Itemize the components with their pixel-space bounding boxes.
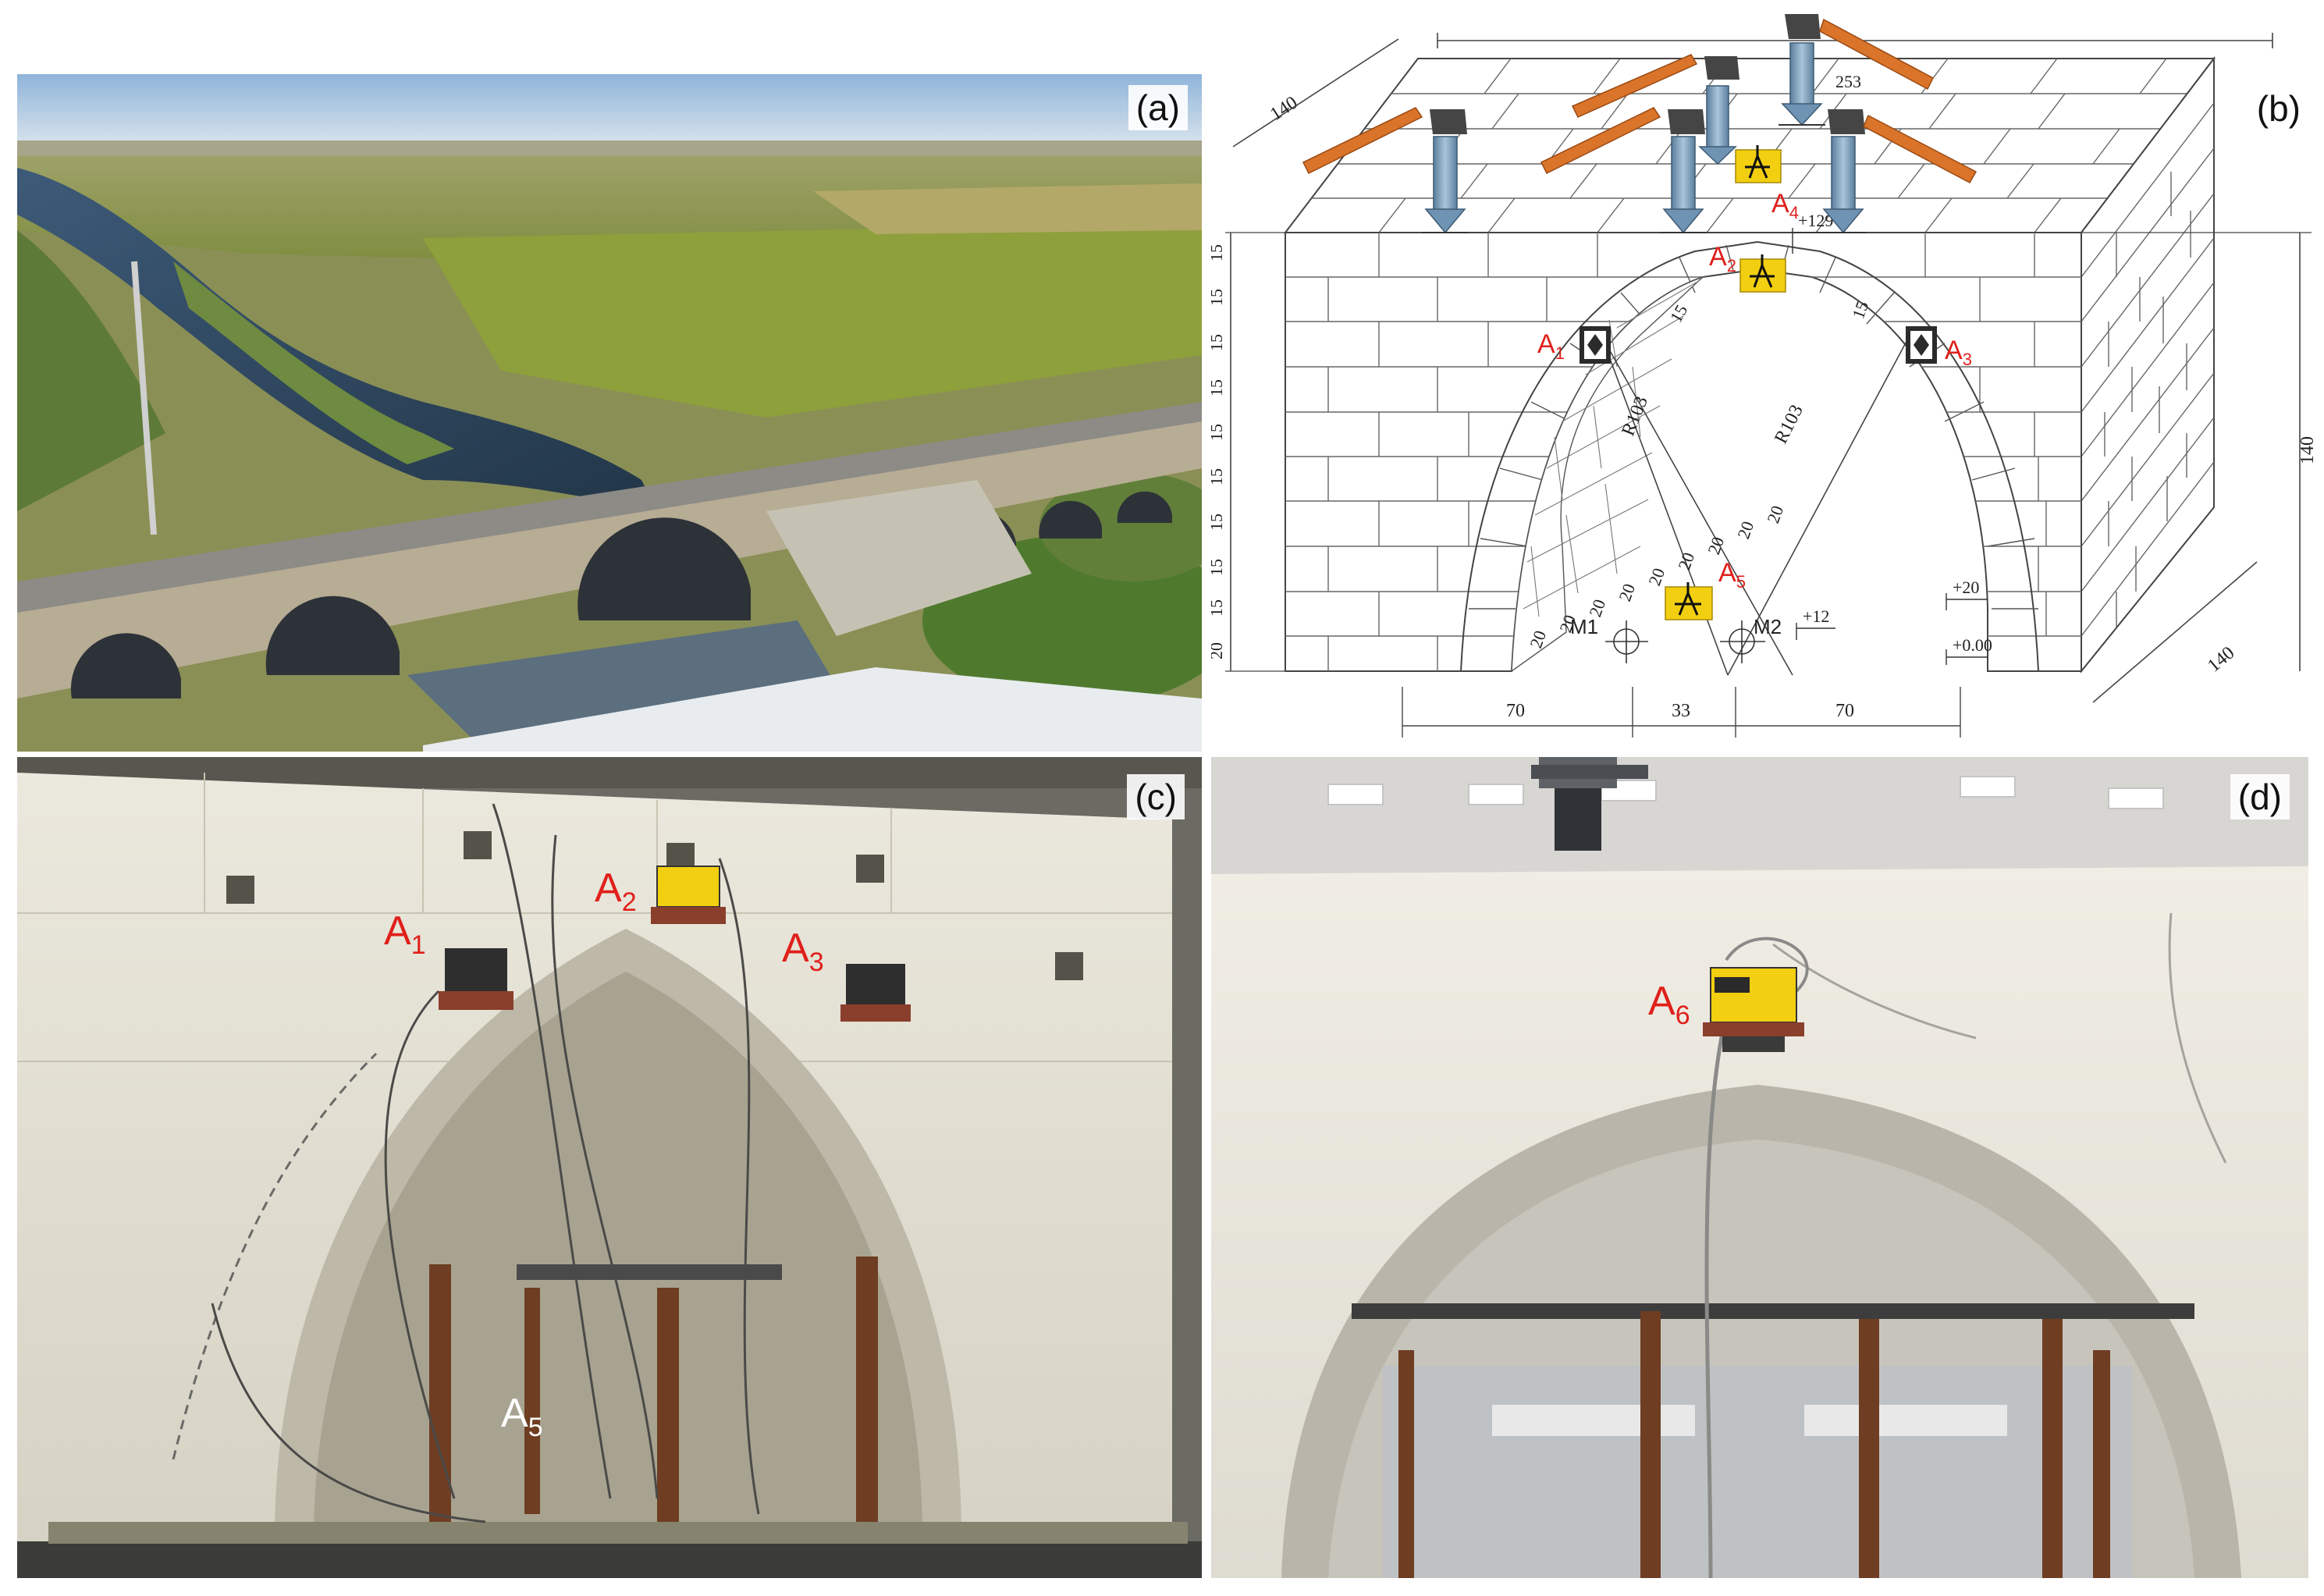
course-8: 15 [1211,559,1226,576]
m2-label: M2 [1754,615,1782,638]
span-left-label: 70 [1506,701,1525,721]
panel-c-lab-photo: A1 A2 A3 A5 (c) [17,757,1202,1578]
accelerometer-icon [439,948,513,1010]
accelerometer-icon [1580,326,1611,364]
sensor-a5-label: A5 [501,1391,543,1442]
depth-top-label: 140 [1267,93,1301,125]
accelerometer-icon [1703,967,1804,1052]
panel-b-label: (b) [2256,88,2301,129]
course-9: 15 [1211,599,1226,617]
panel-b-arch-drawing: R103 R103 20 20 20 20 20 20 20 20 20 15 … [1211,0,2324,755]
course-1: 15 [1211,244,1226,261]
course-2: 15 [1211,289,1226,306]
accelerometer-icon [840,964,911,1022]
sensor-a2-label: A2 [595,866,637,917]
accelerometer-icon [1739,254,1786,293]
vault-dim-4: 20 [1615,581,1639,603]
depth-bottom-label: 140 [2204,643,2238,677]
hammer-icon [1571,54,1739,165]
course-5: 15 [1211,424,1226,441]
bridge-photo [17,74,1202,752]
hammer-icon [1540,107,1707,234]
accelerometer-icon [651,866,726,924]
course-3: 15 [1211,334,1226,351]
level-12: +12 [1803,606,1829,626]
accelerometer-icon [1906,326,1937,364]
span-mid-label: 33 [1672,701,1690,721]
top-length-label: 253 [1835,72,1861,91]
hammer-icon [1820,109,1978,234]
accelerometer-icon [1665,582,1713,620]
accelerometer-icon [1735,145,1782,183]
course-7: 15 [1211,514,1226,531]
vault-dim-9: 20 [1763,503,1787,525]
sensor-a5-label: A5 [1718,558,1746,592]
vault-dim-6: 20 [1674,549,1698,572]
arch-drawing: R103 R103 20 20 20 20 20 20 20 20 20 15 … [1211,14,2318,738]
panel-a-label: (a) [1128,85,1188,130]
panel-d-label: (d) [2230,774,2290,819]
panel-a-bridge-photo: (a) [17,74,1202,752]
sensor-a1-label: A1 [384,908,426,960]
sensor-a2-label: A2 [1709,242,1736,275]
panel-c-label: (c) [1127,774,1185,819]
sensor-a3-label: A3 [782,926,824,977]
vault-dim-5: 20 [1644,565,1668,588]
m1-label: M1 [1570,615,1598,638]
sensor-a1-label: A1 [1537,329,1565,363]
level-0: +0.00 [1953,635,1992,655]
sensor-a3-label: A3 [1945,336,1972,369]
height-right-label: 140 [2297,436,2318,464]
vault-dim-8: 20 [1733,518,1757,541]
panel-d-lab-photo: A6 (d) [1211,757,2308,1578]
course-10: 20 [1211,642,1226,659]
course-6: 15 [1211,468,1226,485]
sensor-a6-label: A6 [1648,979,1690,1030]
span-right-label: 70 [1835,701,1854,721]
hammer-icon [1779,14,1934,126]
course-4: 15 [1211,379,1226,396]
sensor-a4-label: A4 [1771,189,1799,222]
radius-right-label: R103 [1771,402,1807,447]
level-20: +20 [1953,578,1979,597]
lab-arch-photo-front: A1 A2 A3 A5 [17,757,1202,1578]
lab-arch-photo-axial: A6 [1211,757,2308,1578]
hammer-icon [1302,107,1469,234]
